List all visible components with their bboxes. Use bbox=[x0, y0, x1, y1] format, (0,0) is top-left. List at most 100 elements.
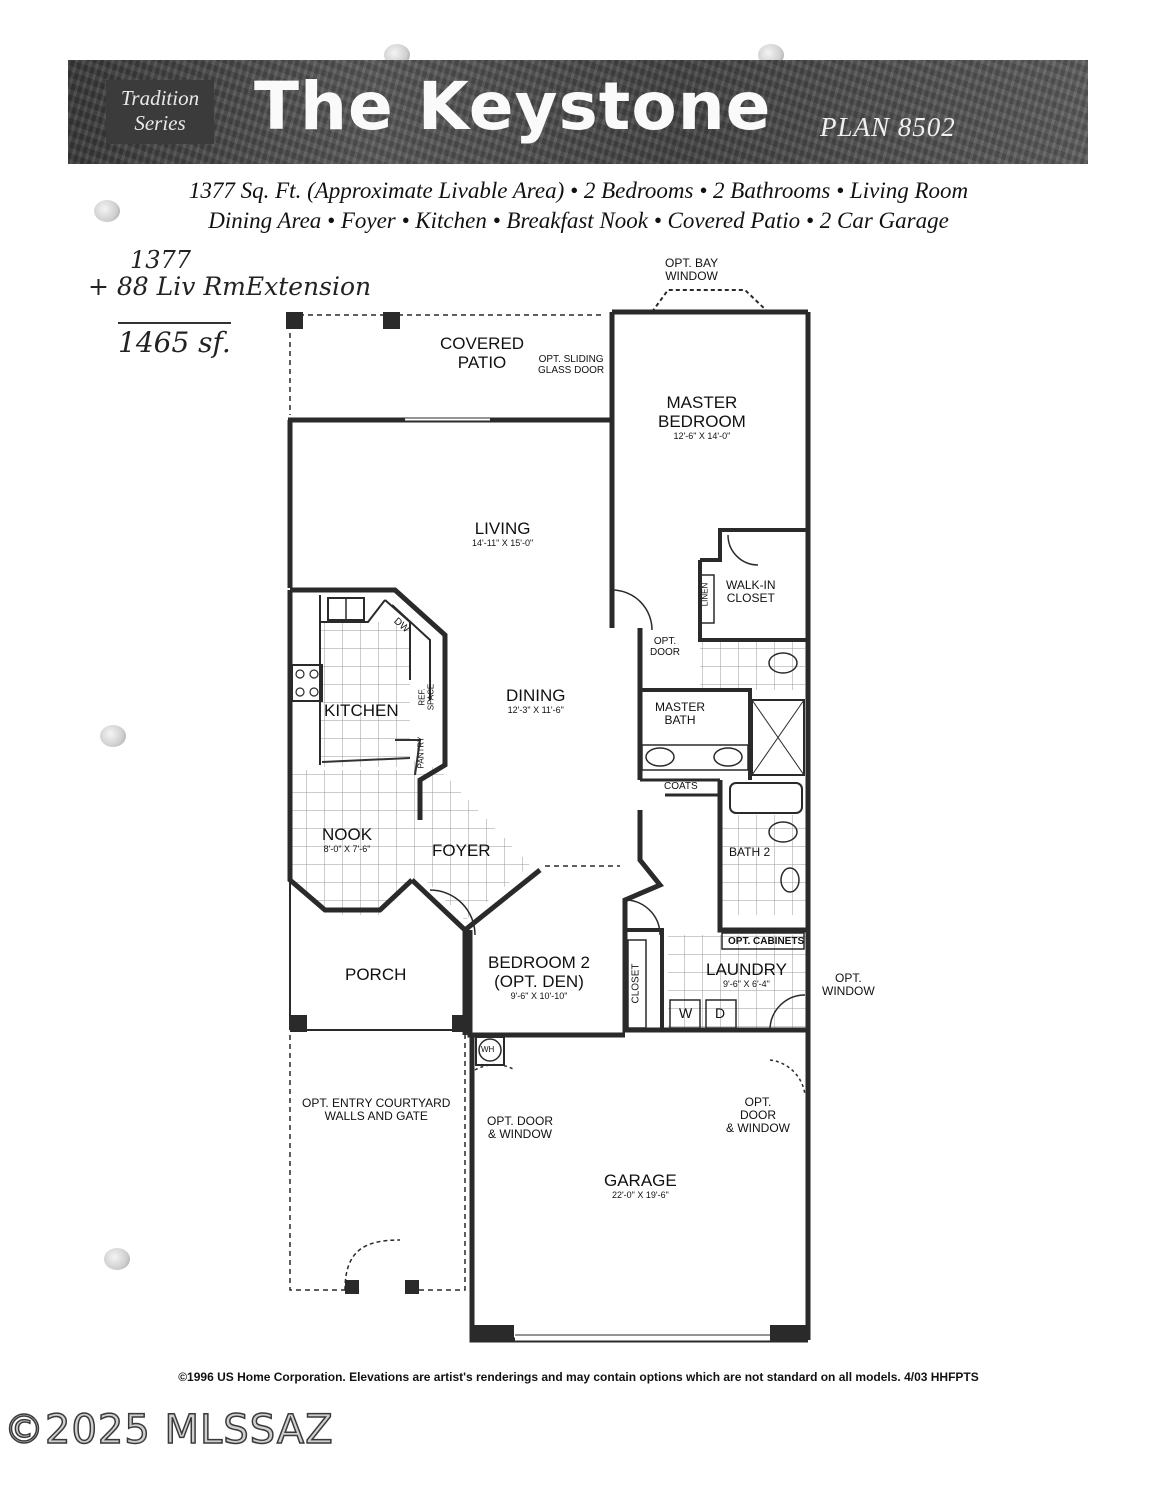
master-bath-label: MASTER BATH bbox=[655, 701, 705, 727]
washer bbox=[669, 999, 701, 1029]
punch-hole bbox=[104, 1248, 130, 1270]
sink-1 bbox=[645, 747, 675, 767]
series-badge: Tradition Series bbox=[106, 80, 214, 144]
label-line: WALK-IN bbox=[726, 578, 776, 592]
bath-divider bbox=[717, 780, 808, 933]
post bbox=[383, 312, 400, 329]
sink-2 bbox=[713, 747, 743, 767]
coats-closet bbox=[640, 778, 720, 797]
shower bbox=[751, 699, 805, 776]
post bbox=[452, 1015, 469, 1032]
burner bbox=[309, 669, 319, 679]
door-laundry bbox=[769, 994, 806, 1031]
nook-foyer-floor bbox=[292, 760, 530, 920]
master-bedroom-label: MASTER BEDROOM 12'-6" X 14'-0" bbox=[658, 393, 746, 442]
post bbox=[770, 1325, 808, 1340]
door-master bbox=[611, 589, 653, 631]
label-line: NOOK bbox=[322, 825, 373, 844]
label-line: REF. bbox=[417, 688, 427, 706]
covered-patio-label: COVERED PATIO bbox=[440, 334, 524, 372]
opt-window-label: OPT. WINDOW bbox=[822, 972, 875, 998]
series-line-1: Tradition bbox=[120, 86, 200, 110]
foyer-east-wall bbox=[463, 868, 542, 932]
toilet-master bbox=[768, 652, 798, 674]
label-line: OPT. ENTRY COURTYARD bbox=[302, 1096, 451, 1110]
kitchen-north-wall bbox=[290, 587, 448, 820]
nook-label: NOOK 8'-0" X 7'-6" bbox=[322, 825, 372, 855]
door-bedroom2 bbox=[624, 899, 661, 936]
label-line: CLOSET bbox=[726, 591, 775, 605]
label-line: OPT. SLIDING bbox=[538, 354, 604, 365]
burner bbox=[295, 669, 305, 679]
post bbox=[405, 1280, 419, 1294]
label-line: PORCH bbox=[345, 965, 407, 984]
toilet-bath2 bbox=[768, 821, 798, 843]
label-line: WALLS AND GATE bbox=[324, 1109, 428, 1123]
courtyard-gate bbox=[344, 1239, 401, 1291]
room-dimensions: 8'-0" X 7'-6" bbox=[323, 844, 371, 854]
kitchen-floor bbox=[320, 622, 410, 767]
opt-door-label: OPT. DOOR bbox=[650, 636, 680, 658]
handwritten-extension: + 88 Liv RmExtension bbox=[88, 272, 372, 301]
label-line: OPT. bbox=[653, 636, 677, 647]
label-line: GLASS DOOR bbox=[538, 365, 605, 376]
counter-peninsula bbox=[391, 604, 431, 700]
label-line: (OPT. DEN) bbox=[494, 972, 584, 991]
room-dimensions: 12'-6" X 14'-0" bbox=[673, 431, 731, 441]
tub bbox=[729, 782, 803, 814]
label-line: LIVING bbox=[474, 519, 531, 538]
pantry-label: PANTRY bbox=[416, 736, 426, 769]
plan-title: The Keystone bbox=[254, 68, 772, 145]
master-bath-floor bbox=[700, 640, 805, 690]
water-heater bbox=[478, 1038, 502, 1062]
label-line: & WINDOW bbox=[488, 1127, 552, 1141]
door-garage-right bbox=[769, 1059, 806, 1096]
washer-label: W bbox=[679, 1005, 693, 1021]
label-line: OPT. DOOR bbox=[487, 1114, 554, 1128]
coats-label: COATS bbox=[664, 781, 698, 792]
kitchen-label: KITCHEN bbox=[324, 701, 399, 720]
shower-x bbox=[751, 699, 805, 776]
room-dimensions: 12'-3" X 11'-6" bbox=[507, 705, 564, 715]
closet-label: CLOSET bbox=[630, 963, 642, 1004]
label-line: DOOR bbox=[650, 647, 680, 658]
label-line: MASTER bbox=[655, 700, 706, 714]
bay-window bbox=[651, 289, 769, 313]
bedroom2-label: BEDROOM 2 (OPT. DEN) 9'-6" X 10'-10" bbox=[488, 953, 590, 1002]
foyer-label: FOYER bbox=[432, 841, 491, 860]
door-closet bbox=[727, 534, 759, 566]
laundry-label: LAUNDRY 9'-6" X 6'-4" bbox=[706, 960, 787, 990]
label-line: DOOR bbox=[740, 1108, 776, 1122]
opt-bay-window-label: OPT. BAY WINDOW bbox=[665, 257, 718, 283]
opt-cabinets-label: OPT. CABINETS bbox=[728, 936, 805, 947]
mls-watermark: ©2025 MLSSAZ bbox=[3, 1406, 334, 1454]
label-line: COVERED bbox=[440, 334, 525, 353]
label-line: WINDOW bbox=[822, 984, 875, 998]
hall-wall bbox=[622, 810, 808, 1033]
label-line: OPT. BAY bbox=[665, 256, 719, 270]
opt-door-window-left-label: OPT. DOOR & WINDOW bbox=[487, 1115, 553, 1141]
label-line: LAUNDRY bbox=[706, 960, 787, 979]
water-heater-box bbox=[475, 1036, 505, 1066]
walk-in-closet-label: WALK-IN CLOSET bbox=[726, 579, 776, 605]
label-line: KITCHEN bbox=[324, 701, 399, 720]
garage-label: GARAGE 22'-0" X 19'-6" bbox=[604, 1171, 677, 1201]
label-line: FOYER bbox=[432, 841, 491, 860]
opt-cabinets bbox=[721, 932, 805, 950]
garage-door-line bbox=[515, 1334, 770, 1342]
room-dimensions: 9'-6" X 6'-4" bbox=[723, 979, 770, 989]
room-dimensions: 9'-6" X 10'-10" bbox=[510, 991, 568, 1001]
bath2-floor bbox=[722, 815, 807, 915]
living-label: LIVING 14'-11" X 15'-0" bbox=[472, 519, 533, 549]
sink-bath2 bbox=[780, 867, 800, 893]
label-line: OPT. bbox=[744, 1095, 772, 1109]
handwritten-total: 1465 sf. bbox=[118, 322, 231, 359]
post bbox=[286, 312, 303, 329]
copyright-footer: ©1996 US Home Corporation. Elevations ar… bbox=[178, 1370, 979, 1384]
linen-label: LINEN bbox=[700, 582, 710, 607]
title-banner: Tradition Series The Keystone PLAN 8502 bbox=[68, 60, 1088, 164]
opt-sliding-door-label: OPT. SLIDING GLASS DOOR bbox=[538, 354, 604, 376]
label-line: BEDROOM bbox=[658, 412, 746, 431]
laundry-floor bbox=[668, 935, 806, 1030]
